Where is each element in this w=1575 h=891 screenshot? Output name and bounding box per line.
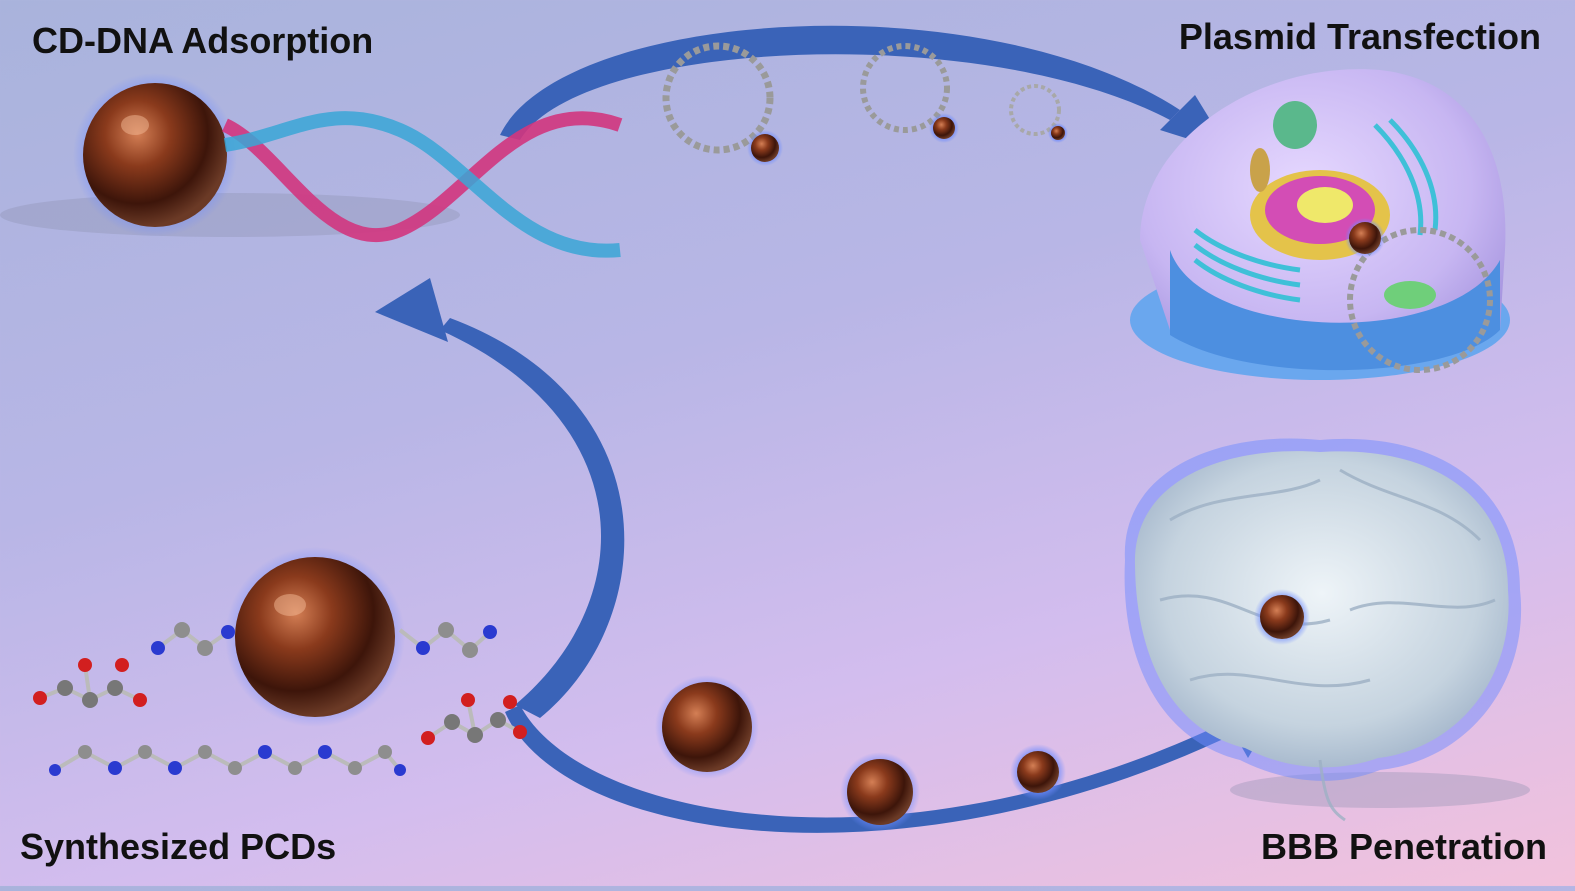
cd-dna-complex [0,73,623,258]
carbon-dot-icon [662,682,752,772]
molecule-icon-citric-acid-right [421,693,527,745]
molecule-icon-amine-left [151,622,235,656]
cell-icon [1130,69,1510,380]
molecule-icon-citric-acid-left [33,658,147,708]
carbon-dot-icon [1349,222,1381,254]
plasmid-ring-icon-2 [860,43,959,143]
label-plasmid-transfection: Plasmid Transfection [1178,16,1541,57]
carbon-dot-icon [83,83,227,227]
dna-helix-icon [221,111,623,258]
plasmid-ring-icon-3 [1009,84,1068,143]
molecule-icon-polyethyleneimine [49,745,406,776]
carbon-dot-icon [1260,595,1304,639]
arrow-icon-pcds-to-adsorption [375,278,625,718]
carbon-dot-icon [847,759,913,825]
synthesized-pcds [33,547,527,776]
molecule-icon-amine-right [398,622,497,658]
carbon-dot-icon [1017,751,1059,793]
brain-icon [1124,438,1530,822]
label-cd-dna-adsorption: CD-DNA Adsorption [32,20,374,61]
label-bbb-penetration: BBB Penetration [1260,826,1547,867]
travelling-carbon-dots [655,675,1066,832]
carbon-dot-icon [1051,126,1065,140]
plasmid-ring-icon-1 [662,42,783,166]
carbon-dot-icon [235,557,395,717]
plasmid-ring-icon-in-cell [1347,227,1493,373]
label-synthesized-pcds: Synthesized PCDs [20,826,337,867]
carbon-dot-icon [933,117,955,139]
carbon-dot-icon [751,134,779,162]
